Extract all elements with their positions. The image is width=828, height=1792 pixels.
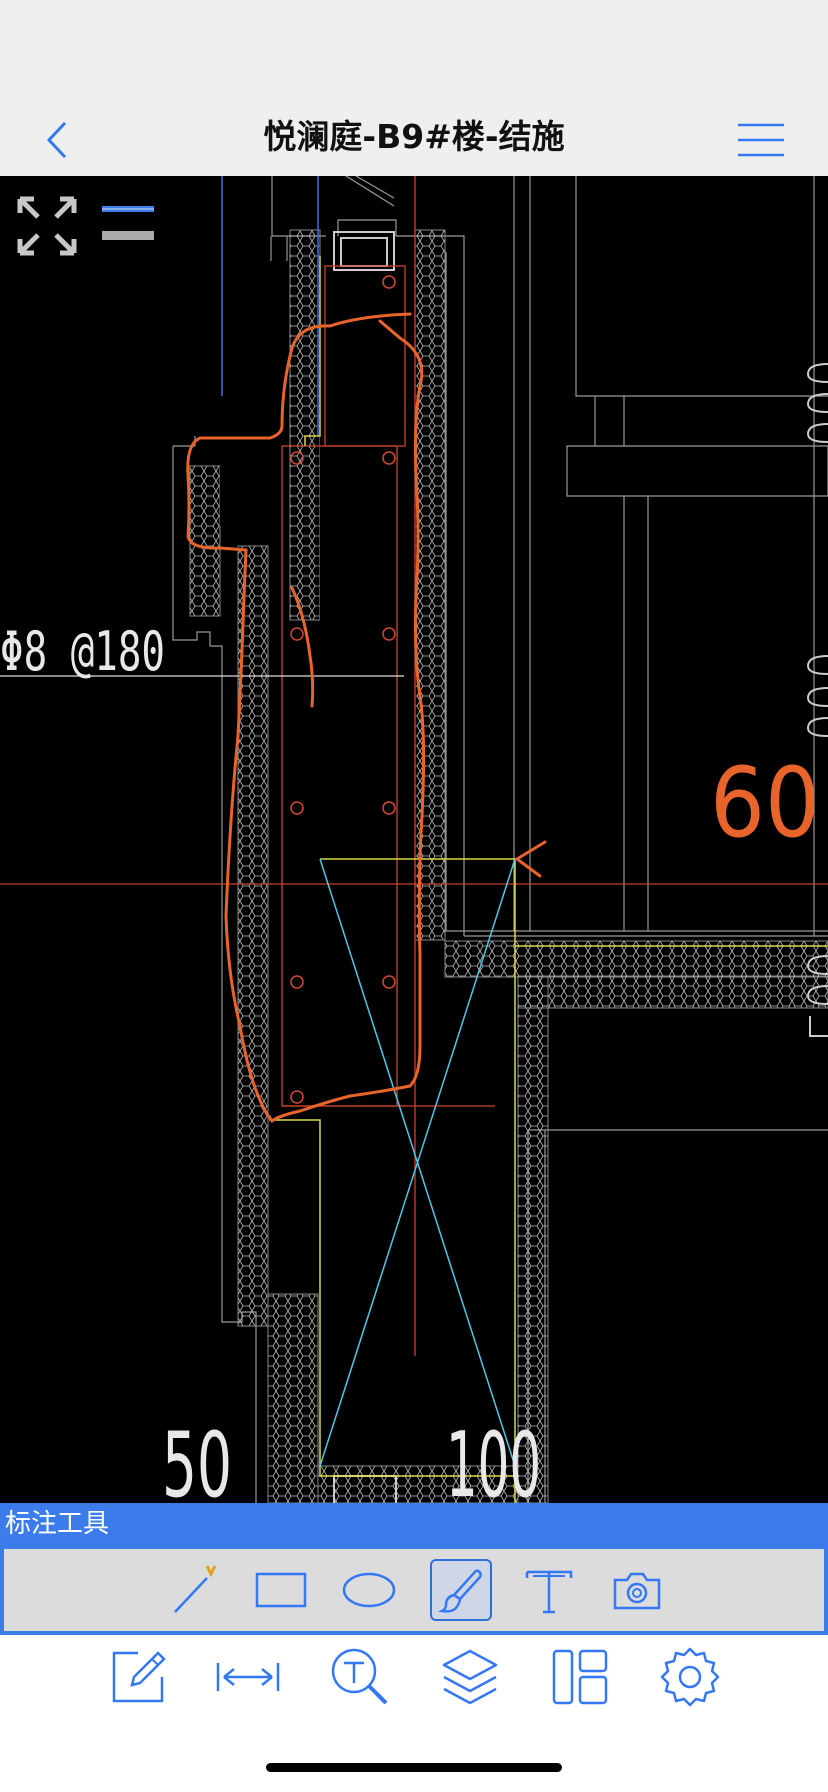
markup-arrow [515, 840, 547, 878]
fullscreen-button[interactable] [14, 193, 80, 259]
menu-button[interactable] [734, 115, 788, 165]
edit-button[interactable] [106, 1645, 170, 1709]
layer-toggle-icon [102, 206, 154, 240]
back-button[interactable] [38, 115, 78, 165]
layer-toggle-button[interactable] [100, 201, 156, 241]
line-icon [174, 1565, 217, 1613]
ellipse-tool[interactable] [338, 1559, 400, 1621]
layout-button[interactable] [548, 1645, 612, 1709]
markup-outline [186, 312, 426, 1124]
annotation-toolbar-header: 标注工具 [0, 1503, 828, 1547]
camera-icon [613, 1572, 661, 1610]
text-search-button[interactable] [328, 1645, 392, 1709]
gear-icon [660, 1647, 720, 1707]
chevron-left-icon [46, 121, 67, 159]
measure-icon [216, 1663, 280, 1691]
rectangle-tool[interactable] [250, 1559, 312, 1621]
camera-tool[interactable] [606, 1559, 668, 1621]
edit-icon [112, 1651, 166, 1703]
expand-icon [17, 196, 77, 256]
layers-icon [442, 1649, 498, 1705]
dimension-60-label: 60 [710, 747, 820, 859]
markup-line [290, 586, 315, 708]
line-tool[interactable] [164, 1559, 226, 1621]
rectangle-icon [255, 1572, 307, 1608]
text-icon [525, 1570, 573, 1614]
status-bar [0, 0, 828, 105]
page-title: 悦澜庭-B9#楼-结施 [263, 117, 565, 156]
cad-drawing: Φ8 @180 60 50 100 [0, 176, 828, 1503]
brush-icon [438, 1569, 482, 1613]
ellipse-icon [342, 1572, 396, 1608]
menu-icon [738, 123, 784, 157]
settings-button[interactable] [658, 1645, 722, 1709]
text-search-icon [331, 1648, 388, 1705]
drawing-canvas[interactable]: Φ8 @180 60 50 100 [0, 176, 828, 1503]
text-tool[interactable] [518, 1559, 580, 1621]
rebar-label: Φ8 @180 [0, 620, 165, 683]
layers-button[interactable] [438, 1645, 502, 1709]
measure-button[interactable] [216, 1645, 280, 1709]
annotation-toolbar-title: 标注工具 [5, 1509, 110, 1539]
annotation-toolbar [0, 1547, 828, 1635]
brush-tool[interactable] [430, 1559, 492, 1621]
layout-icon [552, 1649, 608, 1705]
home-indicator[interactable] [266, 1763, 562, 1772]
dimension-50-label: 50 [162, 1413, 232, 1503]
dimension-100-label: 100 [446, 1413, 541, 1503]
navigation-bar: 悦澜庭-B9#楼-结施 [0, 105, 828, 176]
